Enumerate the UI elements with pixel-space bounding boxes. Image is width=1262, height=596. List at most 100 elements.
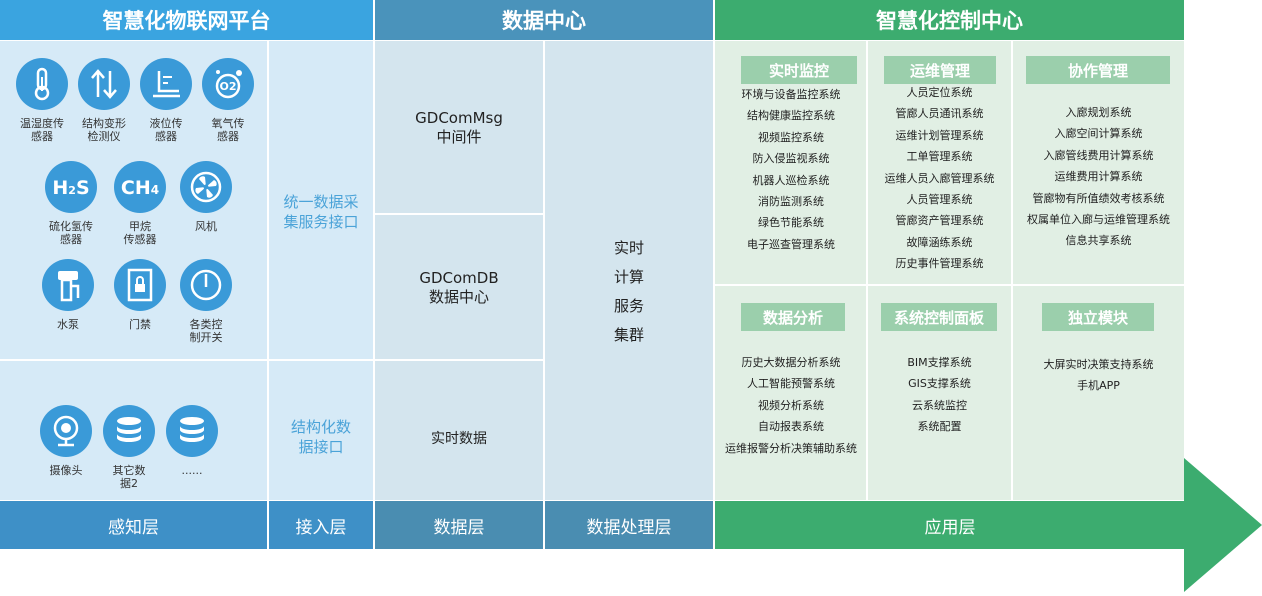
data-panel-realtime: [375, 361, 543, 500]
module-item: 人工智能预警系统: [747, 377, 835, 391]
module-item: 结构健康监控系统: [747, 109, 835, 123]
application-arrow-body: [715, 501, 1185, 549]
sensor-control-switch: 各类控 制开关: [166, 259, 246, 344]
sensor-fan: 风机: [166, 161, 246, 233]
module-item: 运维报警分析决策辅助系统: [725, 441, 857, 455]
module-item: 运维费用计算系统: [1054, 170, 1143, 184]
perception-layer-label: 感知层: [0, 501, 267, 549]
module-list-collaboration: 入廊规划系统 入廊空间计算系统 入廊管线费用计算系统 运维费用计算系统 管廊物有…: [1013, 102, 1184, 252]
data-center-header: 数据中心: [375, 0, 713, 40]
source-label: ......: [181, 464, 203, 477]
collection-interface-label: 统一数据采 集服务接口: [283, 193, 359, 231]
data-layer-label: 数据层: [375, 501, 543, 549]
module-item: 人员定位系统: [906, 86, 973, 99]
module-list-standalone: 大屏实时决策支持系统 手机APP: [1013, 354, 1184, 397]
sensor-label: 甲烷 传感器: [123, 220, 157, 246]
thermometer-icon: [16, 58, 68, 110]
ch4-icon: CH4: [114, 161, 166, 213]
oxygen-icon: O2: [202, 58, 254, 110]
application-panel: [715, 41, 1184, 500]
database-icon: [166, 405, 218, 457]
module-item: 入廊管线费用计算系统: [1043, 148, 1154, 162]
sensor-label: 水泵: [57, 318, 79, 331]
module-item: 管廊人员通讯系统: [895, 107, 984, 121]
structured-interface-label: 结构化数 据接口: [290, 418, 351, 456]
sensor-methane: CH4 甲烷 传感器: [100, 161, 180, 246]
module-list-operations: 人员定位系统 管廊人员通讯系统 运维计划管理系统 工单管理系统 运维人员入廊管理…: [868, 82, 1011, 275]
module-item: 消防监测系统: [758, 195, 824, 209]
module-title-operations: 运维管理: [884, 56, 996, 84]
module-item: 历史事件管理系统: [895, 257, 984, 271]
gdcommsg-label: GDComMsg 中间件: [415, 109, 503, 146]
svg-text:CH4: CH4: [121, 177, 159, 199]
source-label: 其它数 据2: [112, 464, 146, 490]
module-item: 防入侵监视系统: [752, 152, 830, 166]
module-item: 权属单位入廊与运维管理系统: [1027, 213, 1170, 227]
sensor-water-pump: 水泵: [28, 259, 108, 331]
arrow-right-icon: [1184, 458, 1262, 592]
sensor-label: 温湿度传 感器: [20, 117, 64, 143]
module-item: 运维计划管理系统: [895, 128, 984, 142]
module-item: 运维人员入廊管理系统: [884, 171, 995, 185]
sensor-h2s: H2S 硫化氢传 感器: [31, 161, 111, 246]
database-icon: [103, 405, 155, 457]
sensor-label: 风机: [195, 220, 217, 233]
source-camera: 摄像头: [26, 405, 106, 477]
h2s-icon: H2S: [45, 161, 97, 213]
data-panel-db: [375, 215, 543, 359]
iot-platform-header: 智慧化物联网平台: [0, 0, 373, 40]
sensor-label: 液位传 感器: [149, 117, 183, 143]
sensor-label: 结构变形 检测仪: [82, 117, 126, 143]
sensor-label: 氧气传 感器: [211, 117, 245, 143]
module-item: 管廊资产管理系统: [895, 214, 984, 228]
liquid-level-icon: [140, 58, 192, 110]
module-title-collaboration: 协作管理: [1026, 56, 1170, 84]
module-item: 云系统监控: [912, 398, 967, 412]
module-title-data-analysis: 数据分析: [741, 303, 845, 331]
power-icon: [180, 259, 232, 311]
sensor-label: 门禁: [129, 318, 151, 331]
processing-layer-label: 数据处理层: [545, 501, 713, 549]
module-list-realtime-monitoring: 环境与设备监控系统 结构健康监控系统 视频监控系统 防入侵监视系统 机器人巡检系…: [716, 84, 866, 255]
svg-text:H2S: H2S: [52, 177, 89, 199]
module-item: 历史大数据分析系统: [741, 356, 841, 369]
module-item: 绿色节能系统: [758, 216, 824, 230]
sensor-temperature-humidity: 温湿度传 感器: [2, 58, 82, 143]
module-item: 信息共享系统: [1065, 234, 1132, 248]
module-item: 工单管理系统: [906, 150, 973, 164]
arrows-updown-icon: [78, 58, 130, 110]
module-item: 电子巡查管理系统: [747, 237, 835, 251]
module-list-data-analysis: 历史大数据分析系统 人工智能预警系统 视频分析系统 自动报表系统 运维报警分析决…: [716, 352, 866, 459]
sensor-label: 各类控 制开关: [189, 318, 223, 344]
data-panel-msg: [375, 41, 543, 213]
door-access-icon: [114, 259, 166, 311]
module-item: 入廊空间计算系统: [1054, 127, 1143, 141]
realtime-compute-cluster-label: 实时 计算 服务 集群: [613, 239, 644, 344]
sensor-label: 硫化氢传 感器: [49, 220, 93, 246]
fan-icon: [180, 161, 232, 213]
source-label: 摄像头: [49, 464, 83, 477]
module-item: 入廊规划系统: [1065, 106, 1132, 119]
module-title-realtime-monitoring: 实时监控: [741, 56, 857, 84]
module-title-control-panel: 系统控制面板: [881, 303, 997, 331]
module-item: 自动报表系统: [758, 420, 824, 434]
access-panel-top: [269, 41, 373, 359]
module-title-standalone: 独立模块: [1042, 303, 1154, 331]
control-center-header: 智慧化控制中心: [715, 0, 1184, 40]
module-item: 系统配置: [917, 420, 962, 434]
camera-icon: [40, 405, 92, 457]
sensor-structure-deformation: 结构变形 检测仪: [64, 58, 144, 143]
svg-text:O2: O2: [219, 80, 236, 93]
module-item: 管廊物有所值绩效考核系统: [1032, 191, 1165, 205]
sensor-liquid-level: 液位传 感器: [126, 58, 206, 143]
access-layer-label: 接入层: [269, 501, 373, 549]
source-other-data: 其它数 据2: [89, 405, 169, 490]
module-item: 故障涵练系统: [906, 235, 973, 249]
source-more: ......: [152, 405, 232, 477]
module-item: 人员管理系统: [906, 193, 973, 207]
module-item: 大屏实时决策支持系统: [1043, 358, 1154, 371]
pump-icon: [42, 259, 94, 311]
realtime-data-label: 实时数据: [431, 430, 487, 447]
module-list-control-panel: BIM支撑系统 GIS支撑系统 云系统监控 系统配置: [868, 352, 1011, 438]
module-item: 视频监控系统: [758, 130, 824, 144]
